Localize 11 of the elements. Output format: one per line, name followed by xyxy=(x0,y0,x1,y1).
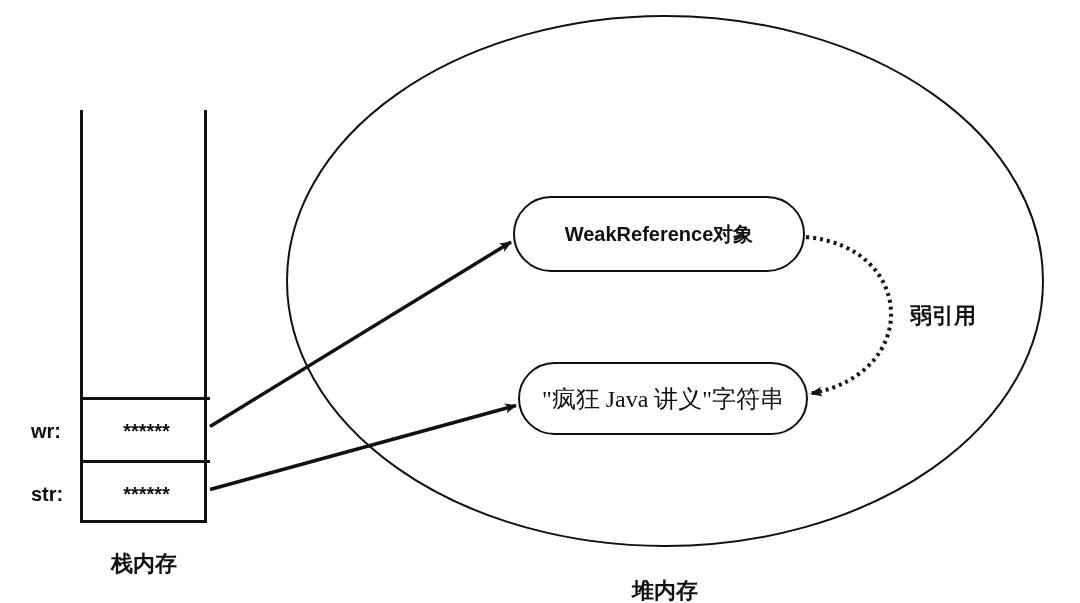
object-label: WeakReference对象 xyxy=(563,222,755,247)
variable-label: wr: xyxy=(31,420,61,443)
cell-value: ****** xyxy=(122,483,171,506)
stack-heading: 栈内存 xyxy=(109,550,178,578)
heap-heading: 堆内存 xyxy=(630,577,699,603)
variable-label: str: xyxy=(31,483,64,506)
arrow xyxy=(209,403,517,492)
cell-value: ****** xyxy=(122,420,171,443)
object-label: "疯狂 Java 讲义"字符串 xyxy=(540,385,786,412)
dotted-arrow xyxy=(805,235,893,396)
arrow xyxy=(209,240,512,428)
